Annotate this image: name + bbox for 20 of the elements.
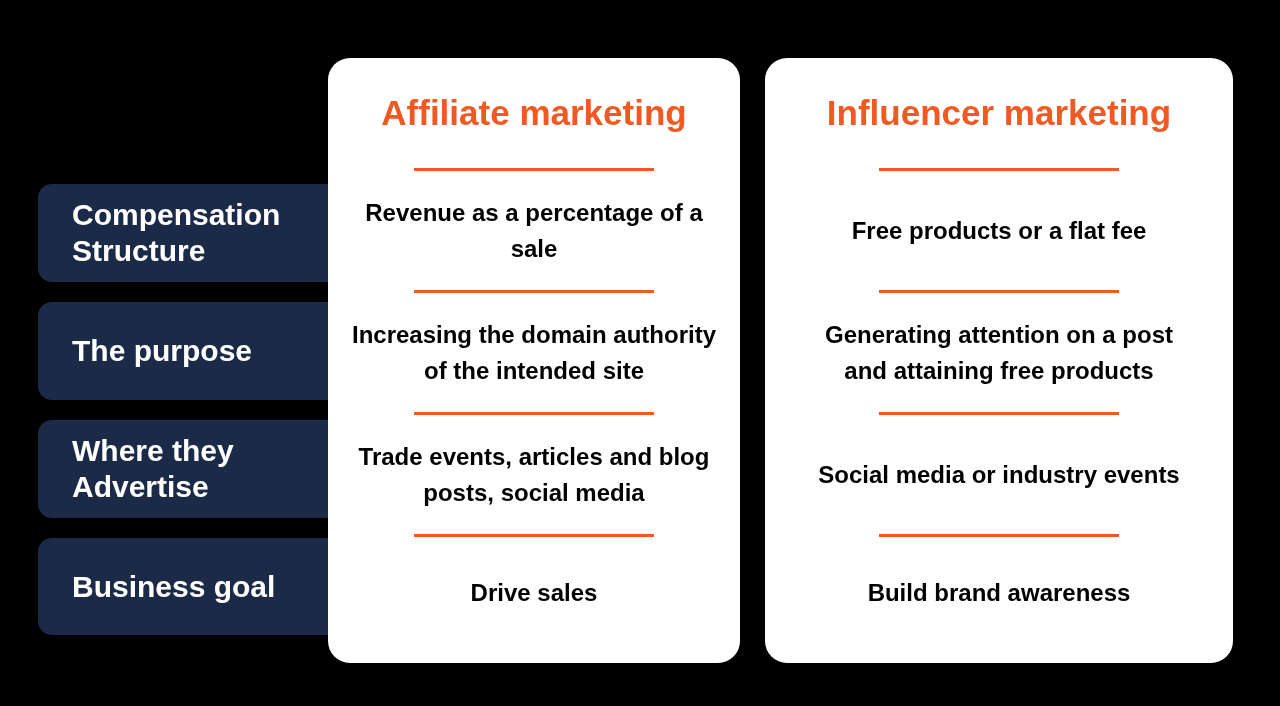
cell-text: Generating attention on a post and attaining free products — [824, 319, 1174, 386]
card-heading: Influencer marketing — [826, 93, 1172, 133]
row-label: The purpose — [72, 333, 252, 369]
cell-text: Increasing the domain authority of the intended site — [350, 319, 718, 386]
cell-text: Drive sales — [470, 578, 598, 608]
row-label-box — [38, 184, 328, 282]
cell-text: Revenue as a percentage of a sale — [364, 197, 704, 264]
cell-text: Build brand awareness — [867, 578, 1131, 608]
cell-text: Social media or industry events — [818, 459, 1180, 490]
row-label-box — [38, 302, 328, 400]
cell-text: Free products or a flat fee — [851, 215, 1147, 246]
card-heading: Affiliate marketing — [381, 93, 687, 133]
row-label-box — [38, 538, 328, 635]
row-label-box — [38, 420, 328, 518]
comparison-card — [765, 58, 1233, 663]
comparison-card — [328, 58, 740, 663]
row-label: Business goal — [72, 568, 276, 605]
row-label: Compensation Structure — [72, 197, 282, 269]
cell-text: Trade events, articles and blog posts, social media — [357, 441, 711, 508]
row-label: Where they Advertise — [72, 433, 235, 505]
